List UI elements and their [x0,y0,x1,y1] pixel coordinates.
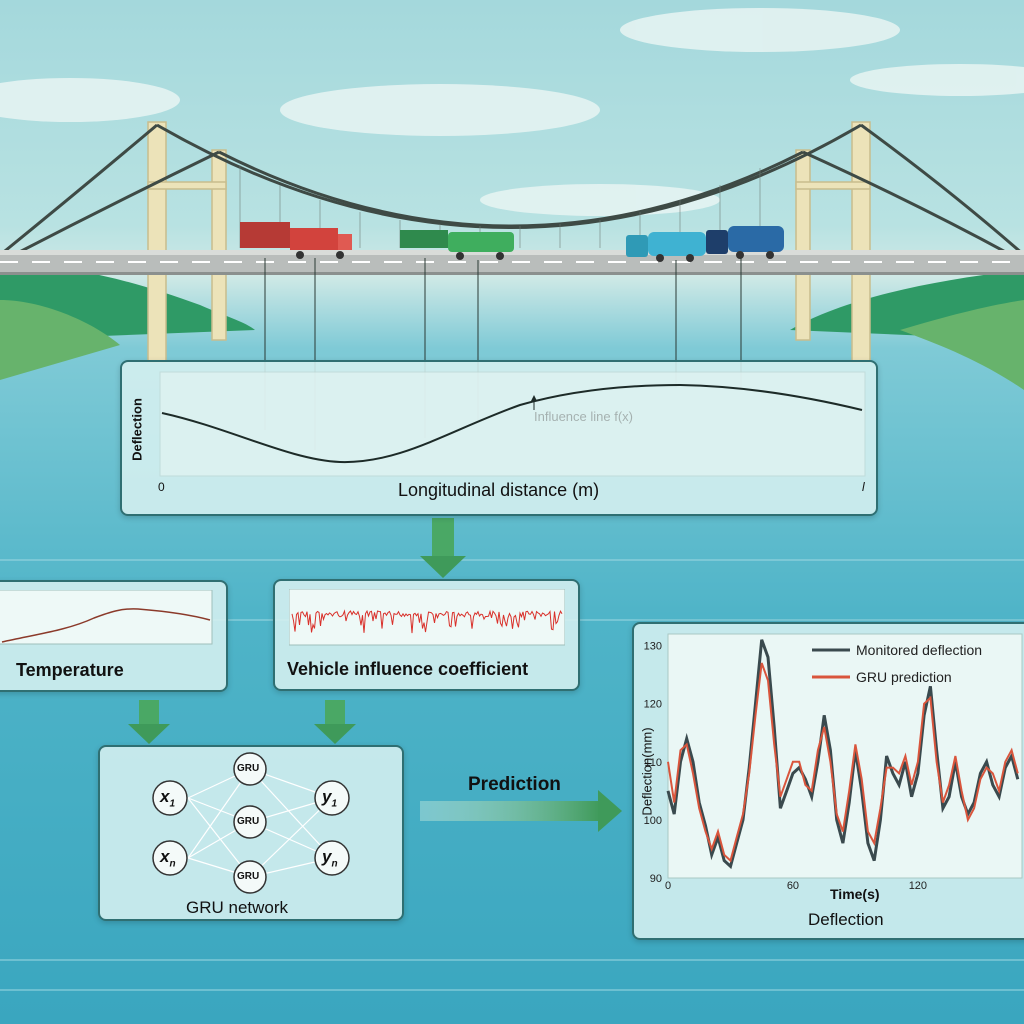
input-label-1: x1 [160,787,176,810]
arrow-right-icon [420,790,622,832]
output-node-1 [314,780,350,816]
temperature-curve [1,608,211,643]
vehicle-coefficient-label: Vehicle influence coefficient [287,659,529,679]
influence-curve-label: Influence line f(x) [534,409,633,424]
output-label-n: yn [322,847,338,870]
gru-network-label: GRU network [186,898,289,917]
right-shore [900,300,1024,390]
bus-icon [626,232,706,262]
influence-xlabel: Longitudinal distance (m) [398,480,600,500]
bridge-cables [0,123,1024,264]
cloud-icon [620,8,900,52]
prediction-label: Prediction [468,774,561,795]
left-shore [0,300,120,380]
gru-cell-2 [233,805,267,839]
truck-icon [400,230,514,260]
vehicle-coefficient-panel: Vehicle influence coefficient [273,579,580,691]
output-node-n [314,840,350,876]
input-label-n: xn [160,847,176,870]
truck-icon [240,222,352,259]
vehicle-coefficient-signal [291,609,563,634]
gru-cell-3 [233,860,267,894]
temperature-panel: Temperature [0,580,228,692]
arrow-down-icon [420,518,466,578]
influence-line-panel: Deflection 0 l Longitudinal distance (m)… [120,360,878,516]
temperature-plot [0,590,213,645]
cloud-icon [0,78,180,122]
gru-cell-label-2: GRU [237,816,260,827]
bus-icon [706,226,784,259]
arrow-down-icon [128,700,170,744]
gru-graph [152,752,350,894]
deflection-chart-panel: Deflection(mm) Time(s) Deflection [632,622,1024,940]
gru-cell-label-3: GRU [237,871,260,882]
cloud-icon [280,84,600,136]
influence-ylabel: Deflection [129,398,145,461]
gru-cell-label-1: GRU [237,763,260,774]
chart-title: Deflection [808,910,884,929]
chart-xlabel: Time(s) [830,886,880,902]
chart-ylabel: Deflection(mm) [639,727,655,816]
cloud-icon [850,64,1024,96]
influence-x-end: l [862,480,865,494]
influence-x-start: 0 [158,480,165,494]
vehicle-coefficient-plot [289,589,565,646]
input-node-n [152,840,188,876]
gru-cell-1 [233,752,267,786]
output-label-1: y1 [322,787,338,810]
temperature-label: Temperature [16,660,124,680]
input-node-1 [152,780,188,816]
gru-network-panel: x1 xn y1 yn GRU GRU GRU GRU network [98,745,404,921]
arrow-down-icon [314,700,356,744]
